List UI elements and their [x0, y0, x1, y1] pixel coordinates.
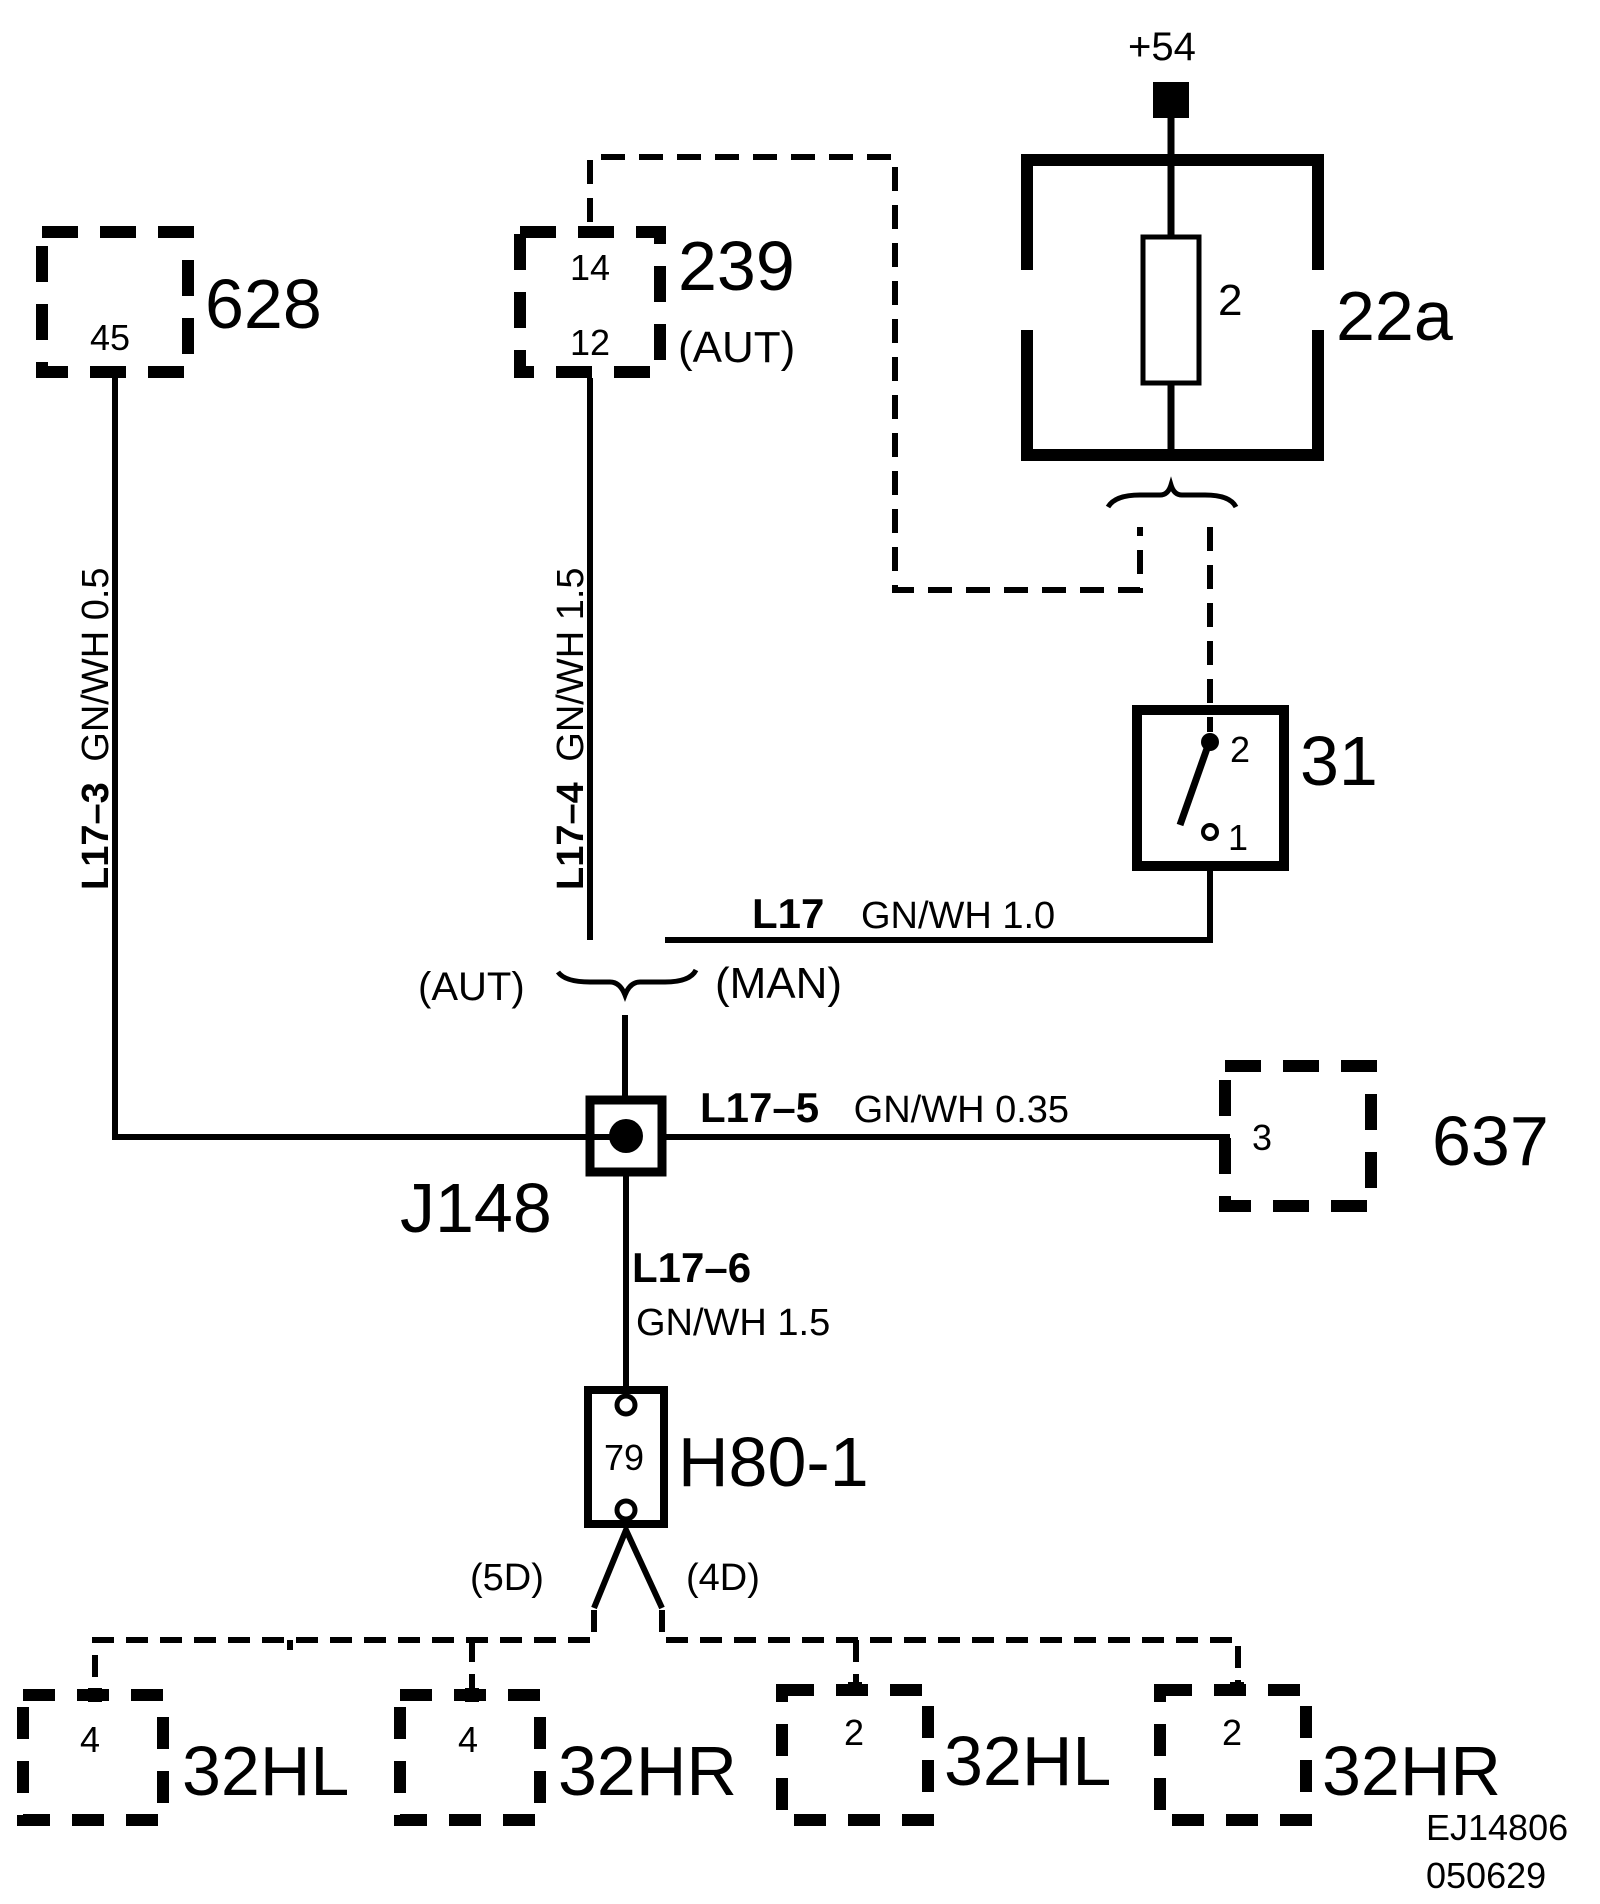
dashed-link-239 [587, 154, 1143, 593]
supply-terminal [1153, 82, 1189, 118]
connector-628-pin: 45 [90, 317, 130, 358]
connector-32hr-4-label: 32HR [558, 1732, 737, 1810]
wire-l17-3-label: L17–3 GN/WH 0.5 [75, 567, 117, 890]
fuse-icon [1140, 234, 1202, 386]
supply-label: +54 [1128, 25, 1196, 69]
wire-l17-3 [112, 378, 625, 1140]
fuse-number: 2 [1218, 276, 1242, 325]
connector-32hr-4-pin: 4 [458, 1719, 478, 1760]
connector-239 [514, 226, 666, 378]
connector-32hl-2-pin: 2 [844, 1712, 864, 1753]
connector-239-pin-bottom: 12 [570, 322, 610, 363]
connector-32hr-4 [394, 1688, 546, 1826]
variant-brace-fuse [1105, 476, 1239, 509]
drawing-code: EJ14806 [1426, 1807, 1568, 1848]
fuse-box-22a [1021, 154, 1324, 461]
connector-h80-1-pin: 79 [604, 1437, 644, 1478]
connector-32hl-2-label: 32HL [944, 1722, 1111, 1800]
connector-637-label: 637 [1432, 1102, 1549, 1180]
wire-l17-6-spec: GN/WH 1.5 [636, 1302, 830, 1344]
connector-637-pin: 3 [1252, 1117, 1272, 1158]
switch-31-pin-top: 2 [1230, 729, 1250, 770]
fuse-box-label: 22a [1336, 277, 1453, 355]
connector-239-pin-top: 14 [570, 247, 610, 288]
wire-l17-4-spec: GN/WH 1.5 [550, 567, 592, 761]
wire-l17-6-id: L17–6 [632, 1244, 751, 1291]
connector-239-label: 239 [678, 227, 795, 305]
drawing-date: 050629 [1426, 1855, 1546, 1896]
dashed-link-4d [659, 1610, 1241, 1690]
dashed-link-5d [92, 1610, 597, 1690]
variant-brace-aut-man [555, 968, 699, 1002]
connector-32hr-2 [1154, 1682, 1312, 1826]
connector-32hr-2-label: 32HR [1322, 1732, 1501, 1810]
wire-l17-spec: GN/WH 1.0 [861, 895, 1055, 937]
switch-31-pin-bottom: 1 [1228, 817, 1248, 858]
switch-31 [1132, 705, 1289, 871]
connector-32hl-4-label: 32HL [182, 1732, 349, 1810]
wire-l17-4-id: L17–4 [550, 782, 592, 890]
wire-l17 [665, 866, 1213, 943]
wire-l17-label: L17 GN/WH 1.0 [752, 890, 1055, 937]
wire-l17-4-label: L17–4 GN/WH 1.5 [550, 567, 592, 890]
wire-l17-3-spec: GN/WH 0.5 [75, 567, 117, 761]
connector-32hl-2 [776, 1682, 934, 1826]
wire-l17-3-id: L17–3 [75, 782, 117, 890]
wire-l17-5-spec: GN/WH 0.35 [854, 1089, 1069, 1131]
variant-man-label: (MAN) [715, 959, 842, 1008]
connector-32hl-4-pin: 4 [80, 1719, 100, 1760]
connector-628-label: 628 [205, 265, 322, 343]
wire-split [591, 1522, 665, 1610]
wire-l17-5-label: L17–5 GN/WH 0.35 [700, 1084, 1069, 1131]
connector-32hl-4 [17, 1688, 169, 1826]
connector-637 [1219, 1060, 1377, 1212]
splice-j148-label: J148 [400, 1169, 552, 1247]
wire-l17-id: L17 [752, 890, 824, 937]
connector-h80-1-label: H80-1 [678, 1423, 869, 1501]
variant-4d-label: (4D) [686, 1557, 760, 1599]
wire-l17-5-id: L17–5 [700, 1084, 819, 1131]
variant-5d-label: (5D) [470, 1557, 544, 1599]
connector-32hr-2-pin: 2 [1222, 1712, 1242, 1753]
connector-628 [36, 226, 194, 378]
connector-239-variant: (AUT) [678, 323, 795, 372]
variant-aut-label: (AUT) [418, 965, 525, 1009]
switch-31-label: 31 [1300, 722, 1378, 800]
